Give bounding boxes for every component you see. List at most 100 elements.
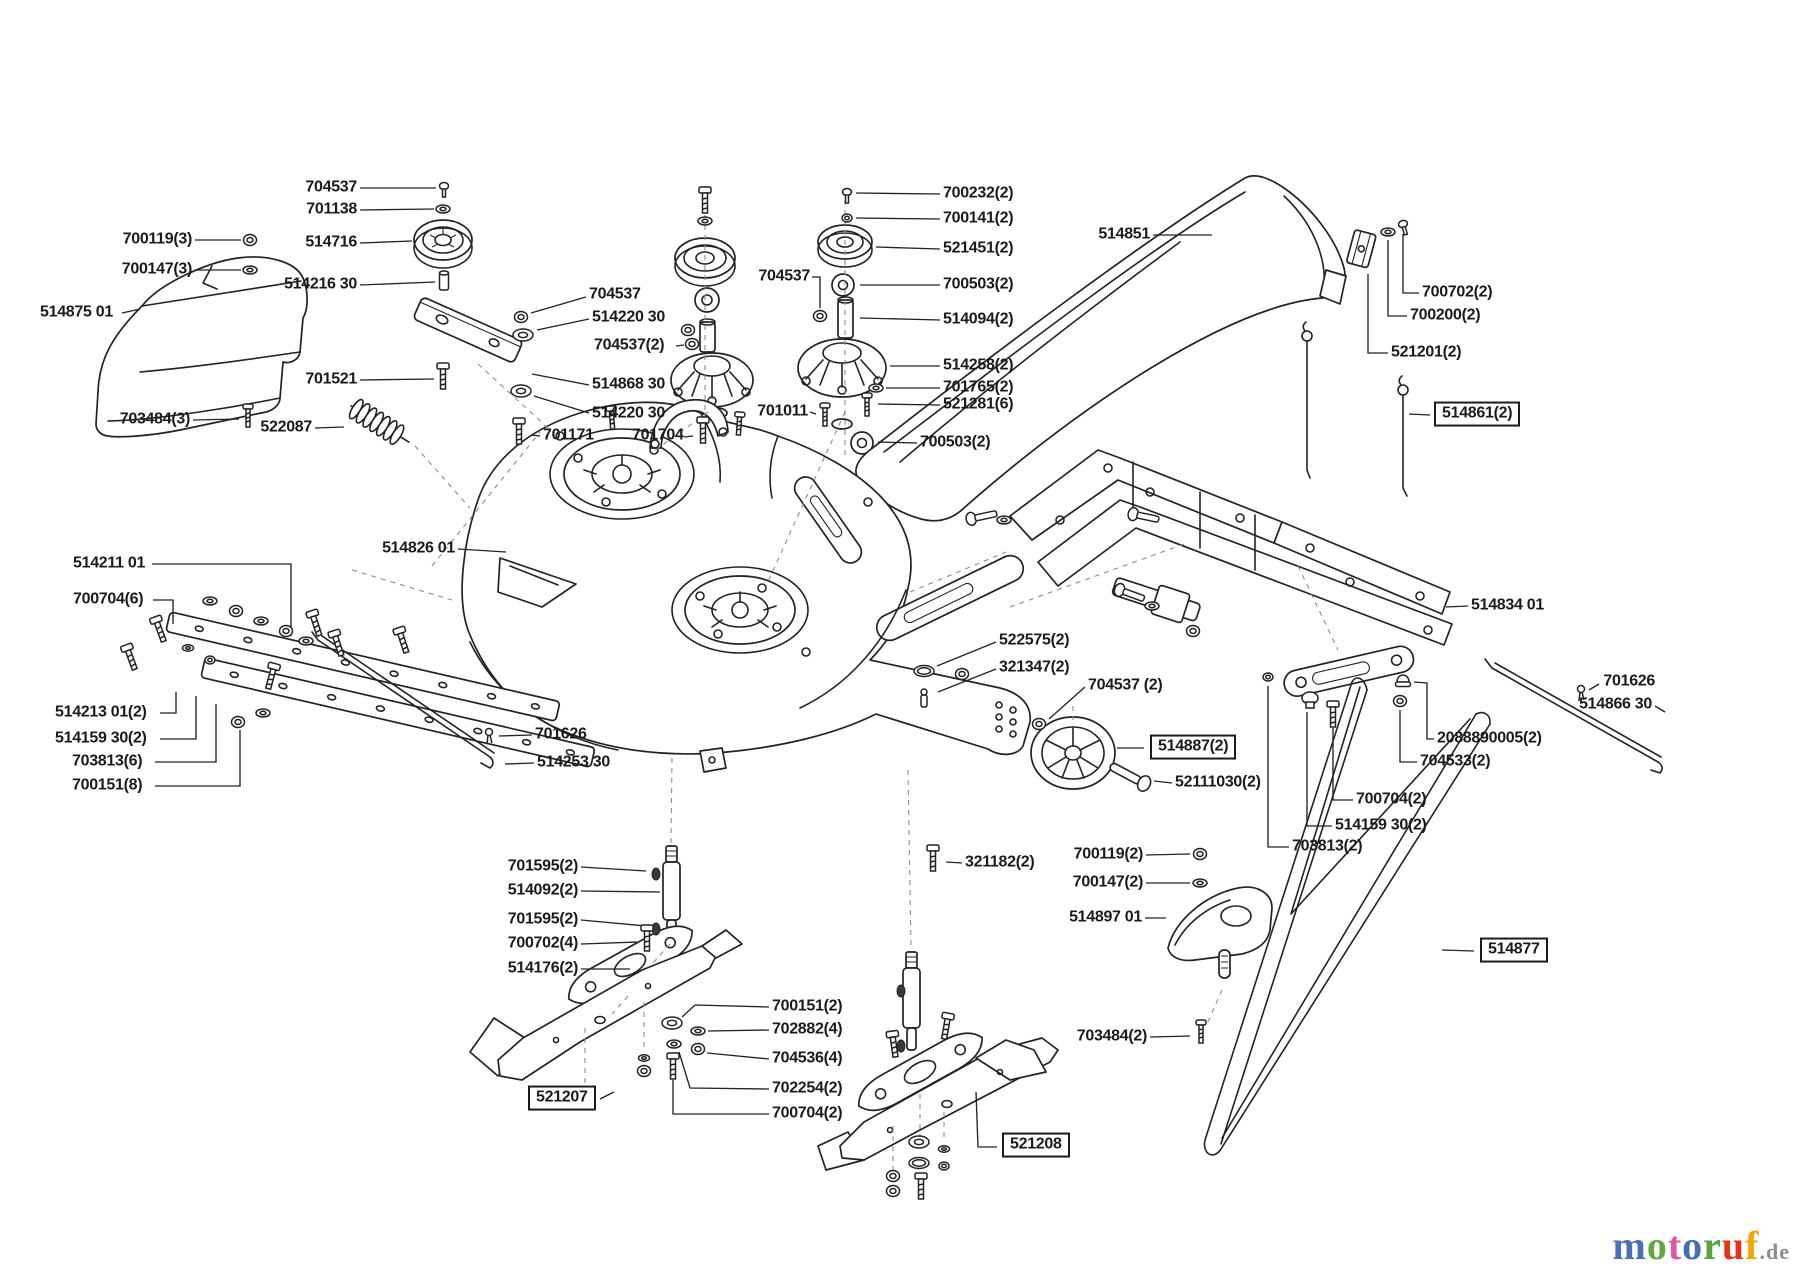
part-label: 703813(2) bbox=[1292, 837, 1363, 855]
part-glyph-bolt-v bbox=[698, 186, 712, 214]
leader-line bbox=[1413, 681, 1434, 740]
part-glyph-bolt-v bbox=[940, 1011, 956, 1041]
part-glyph-spacer-sm bbox=[438, 270, 450, 291]
leader-line bbox=[580, 890, 661, 893]
part-label: 514092(2) bbox=[507, 881, 579, 899]
part-label: 700151(8) bbox=[72, 776, 143, 794]
idler-pulley bbox=[413, 219, 473, 269]
part-label: 2088890005(2) bbox=[1437, 729, 1542, 747]
leader-line bbox=[672, 1080, 769, 1115]
part-label: 701171 bbox=[543, 426, 594, 444]
part-label: 701521 bbox=[305, 370, 357, 388]
part-glyph-washer bbox=[253, 616, 269, 626]
part-label: 321347(2) bbox=[999, 658, 1070, 676]
part-glyph-bolt-v bbox=[119, 642, 139, 672]
leader-line bbox=[875, 246, 941, 250]
part-glyph-nut bbox=[242, 233, 258, 247]
leader-line bbox=[812, 276, 821, 308]
lift-rod-right bbox=[1484, 658, 1663, 774]
part-glyph-washer bbox=[666, 1039, 682, 1049]
leader-line bbox=[707, 1029, 770, 1032]
leader-line bbox=[531, 373, 590, 386]
part-glyph-bolt-h bbox=[1127, 506, 1160, 523]
part-glyph-nut bbox=[1185, 624, 1201, 638]
leader-line bbox=[1332, 728, 1353, 801]
leader-line bbox=[678, 1051, 770, 1090]
support-rails bbox=[165, 611, 596, 768]
part-glyph-nut bbox=[885, 1184, 901, 1198]
part-glyph-washer-lg bbox=[908, 1135, 930, 1149]
v-belt bbox=[1203, 677, 1491, 1156]
part-glyph-nut-sm bbox=[938, 1161, 950, 1171]
part-label: 514159 30(2) bbox=[1335, 816, 1427, 834]
leader-line bbox=[1048, 686, 1086, 720]
part-glyph-bolt-v bbox=[512, 417, 526, 445]
part-glyph-screw-sm bbox=[841, 187, 853, 204]
part-glyph-washer-sm bbox=[637, 1054, 651, 1062]
wheel-axle-bolt bbox=[1109, 762, 1152, 792]
part-glyph-oring bbox=[908, 1156, 930, 1170]
logo-letter: r bbox=[1703, 1223, 1722, 1268]
part-glyph-nut bbox=[1031, 717, 1047, 731]
part-label: 514094(2) bbox=[943, 310, 1014, 328]
gauge-wheel bbox=[1030, 716, 1116, 790]
part-glyph-nut bbox=[690, 1042, 706, 1056]
part-label: 514716 bbox=[305, 233, 357, 251]
part-label: 514159 30(2) bbox=[55, 729, 147, 747]
leader-line bbox=[675, 344, 685, 347]
part-glyph-nut bbox=[513, 310, 529, 324]
leader-line bbox=[153, 599, 174, 624]
leader-line bbox=[359, 240, 413, 244]
leader-line bbox=[1153, 780, 1173, 784]
part-label: 701011 bbox=[757, 402, 808, 420]
leader-line bbox=[877, 403, 941, 406]
motoruf-logo[interactable]: motoruf.de bbox=[1613, 1226, 1791, 1266]
part-label: 514176(2) bbox=[507, 959, 579, 977]
part-label: 521201(2) bbox=[1391, 343, 1462, 361]
part-label: 700200(2) bbox=[1410, 306, 1481, 324]
leader-line bbox=[975, 1091, 997, 1148]
part-glyph-nut bbox=[1392, 694, 1408, 708]
leader-line bbox=[855, 192, 941, 195]
leader-line bbox=[1441, 949, 1475, 952]
part-glyph-washer-lg bbox=[661, 1016, 683, 1030]
part-label: 703484(3) bbox=[119, 410, 191, 428]
part-glyph-bolt-v bbox=[1326, 700, 1340, 728]
part-glyph-washer bbox=[697, 216, 713, 226]
part-label-boxed: 521207 bbox=[528, 1085, 596, 1111]
part-label-boxed: 514861(2) bbox=[1434, 401, 1521, 427]
leader-line bbox=[1367, 274, 1388, 354]
logo-suffix: .de bbox=[1759, 1239, 1790, 1264]
part-label: 702882(4) bbox=[772, 1020, 843, 1038]
leader-line bbox=[530, 434, 541, 437]
part-label: 704536(4) bbox=[772, 1049, 843, 1067]
part-label: 701626 bbox=[1603, 672, 1655, 690]
part-glyph-washer-sm bbox=[937, 1145, 951, 1153]
part-glyph-nut bbox=[954, 667, 970, 681]
part-label: 514826 01 bbox=[382, 539, 455, 557]
logo-letter: t bbox=[1667, 1223, 1683, 1268]
part-glyph-bolt-v bbox=[264, 661, 282, 691]
part-glyph-plug bbox=[1301, 691, 1319, 709]
part-glyph-bush bbox=[896, 984, 906, 998]
spindle-bracket bbox=[413, 297, 523, 363]
part-glyph-acorn bbox=[1394, 674, 1412, 688]
part-label: 701138 bbox=[306, 200, 357, 218]
leader-line bbox=[152, 563, 292, 636]
part-glyph-nut bbox=[1192, 847, 1208, 861]
part-glyph-bush bbox=[896, 1039, 906, 1053]
leader-line bbox=[1306, 712, 1332, 827]
part-glyph-nut bbox=[885, 1169, 901, 1183]
blade-521207 bbox=[469, 929, 743, 1081]
part-label-boxed: 521208 bbox=[1002, 1132, 1070, 1158]
spindle-assembly-right bbox=[797, 224, 887, 455]
part-label: 700503(2) bbox=[920, 433, 991, 451]
leader-line bbox=[937, 668, 997, 693]
part-glyph-bolt-v bbox=[392, 625, 410, 655]
part-glyph-bolt-v bbox=[640, 924, 654, 952]
part-glyph-bolt-v bbox=[914, 1172, 928, 1200]
part-glyph-bolt-h bbox=[1113, 582, 1146, 602]
part-glyph-bolt-v bbox=[327, 628, 345, 658]
part-glyph-screw-v bbox=[242, 403, 254, 428]
part-label-boxed: 514887(2) bbox=[1150, 734, 1237, 760]
